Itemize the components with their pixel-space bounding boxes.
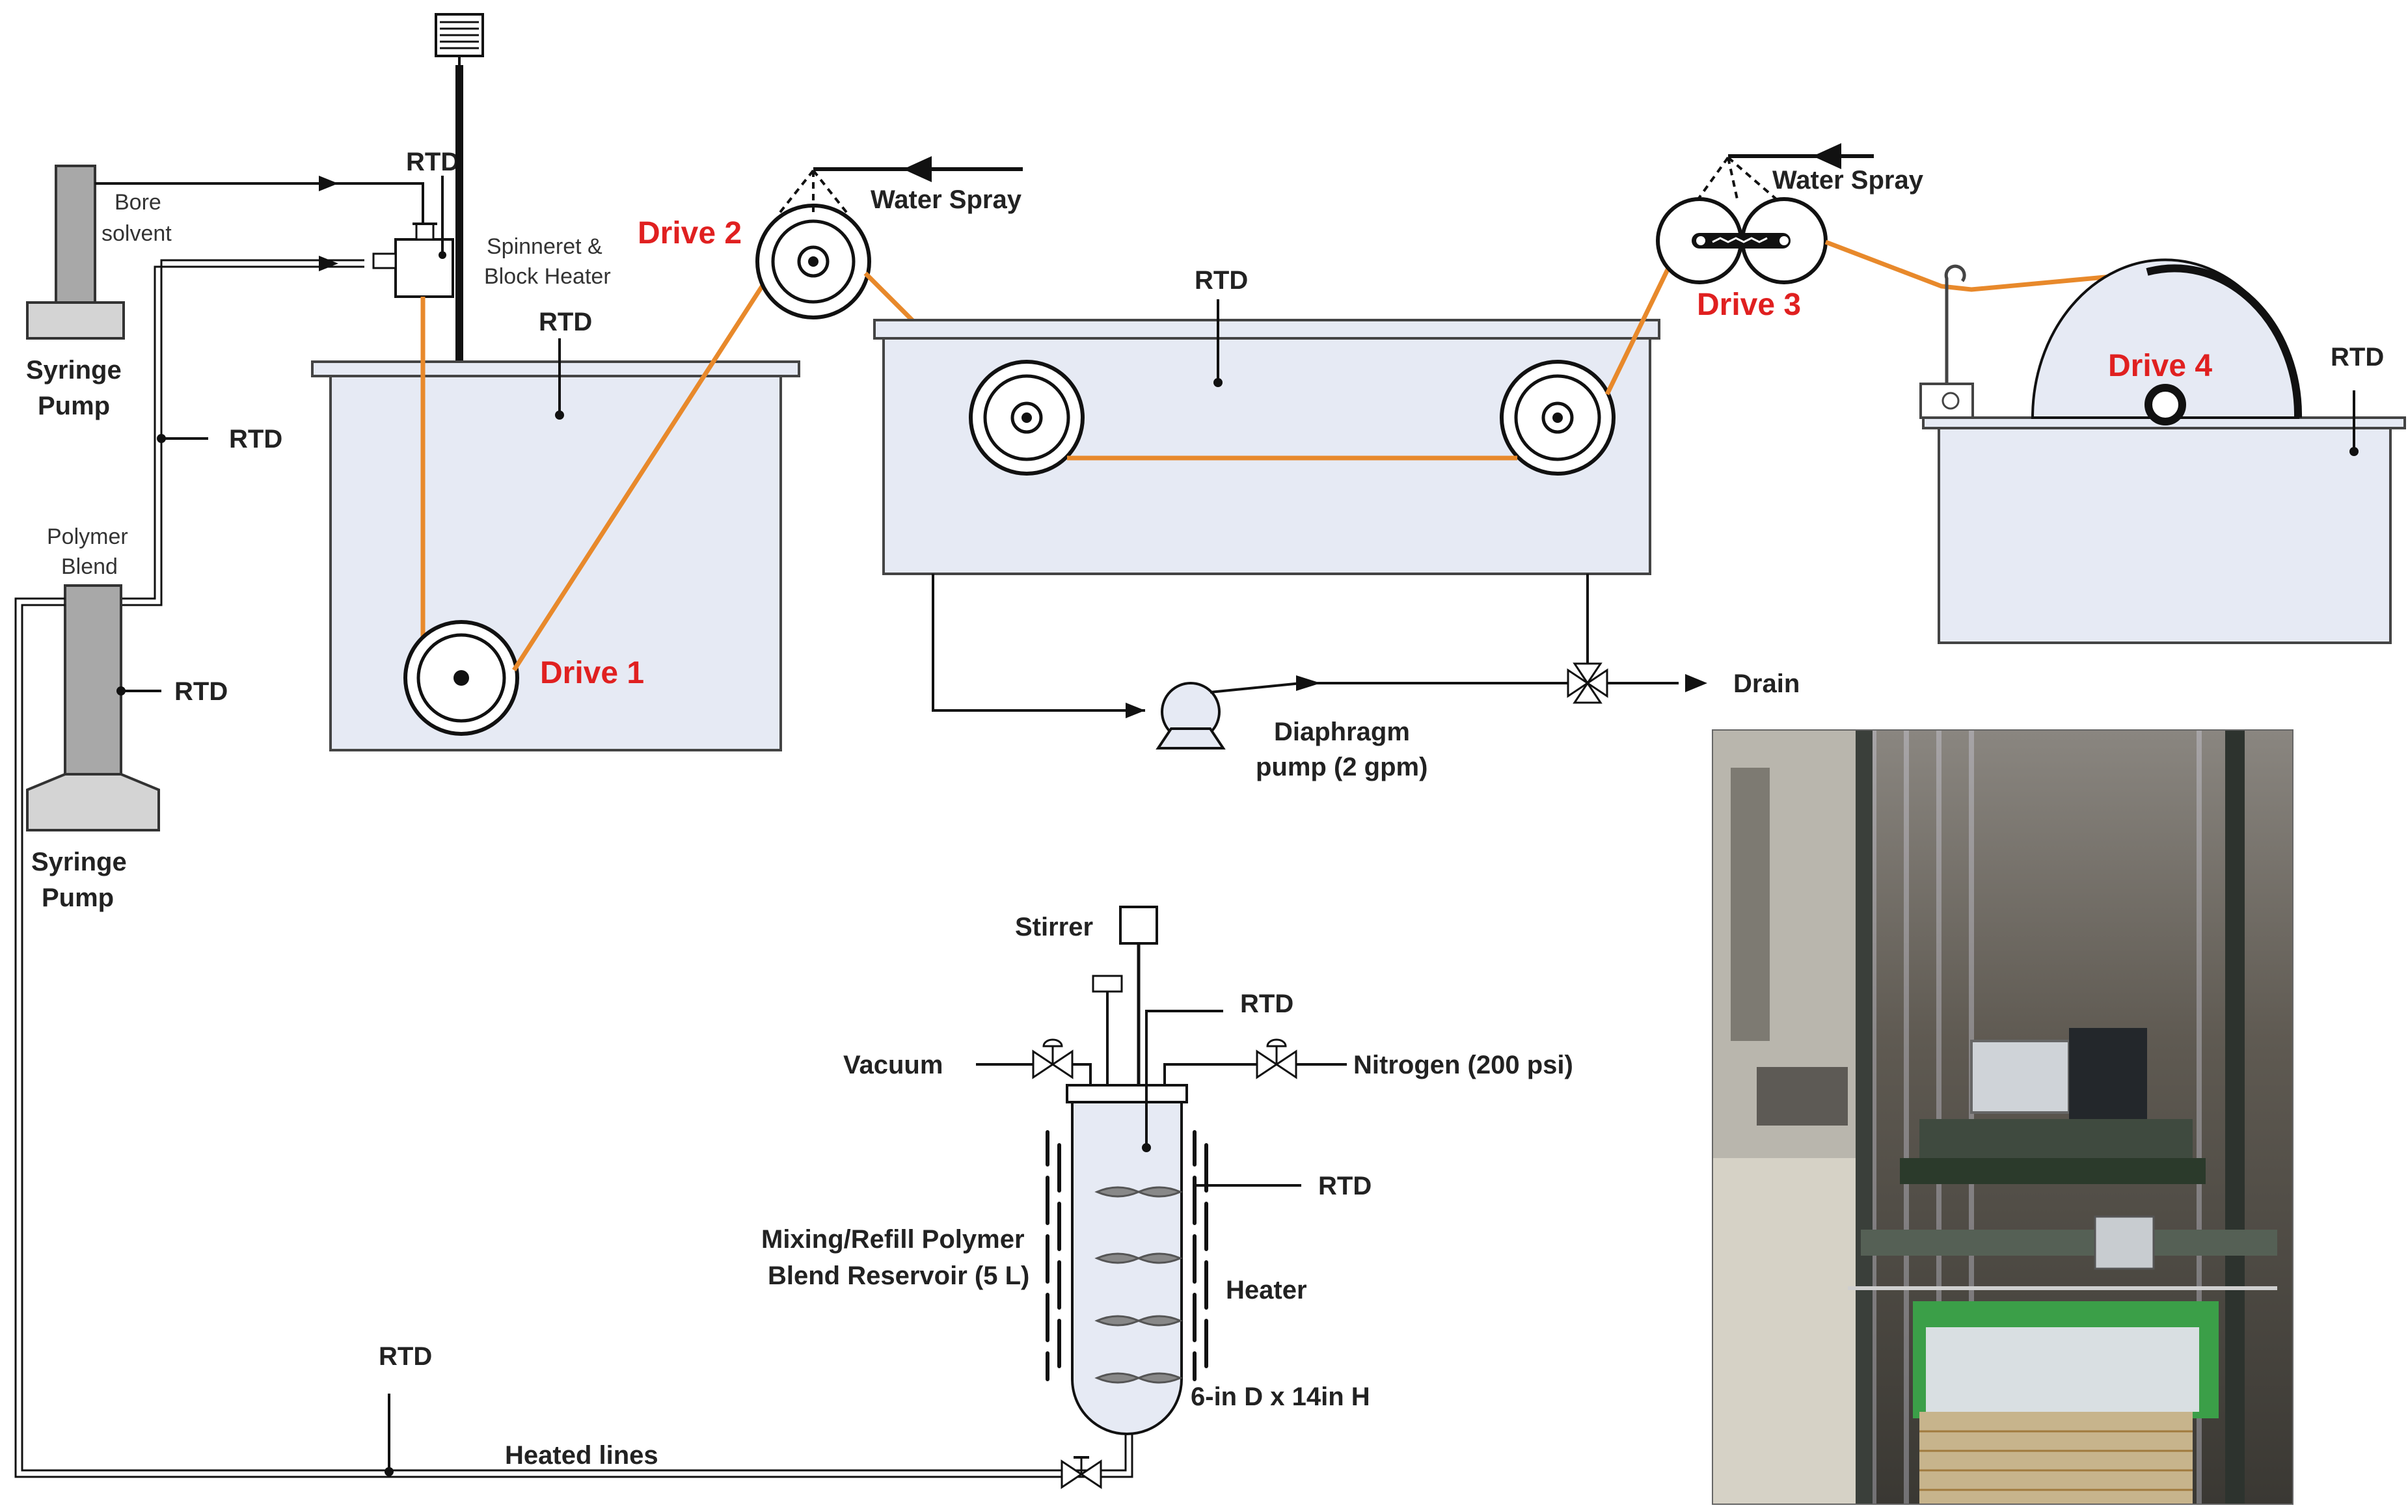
tank-3 [1938, 427, 2392, 644]
syringe-pump-top [26, 165, 125, 340]
drain-valve [1567, 662, 1608, 704]
reservoir-vessel [1066, 1084, 1188, 1435]
diaphragm-pump-label-2: pump (2 gpm) [1256, 753, 1427, 781]
syringe-pump-top-label-1: Syringe [26, 356, 122, 385]
rtd-tank-2-label: RTD [1195, 266, 1248, 295]
traverse-guide [1919, 264, 1974, 419]
syringe-pump-bottom [26, 584, 160, 831]
vacuum-label: Vacuum [843, 1051, 943, 1079]
diaphragm-pump-label-1: Diaphragm [1274, 718, 1410, 746]
nitrogen-valve [1256, 1038, 1297, 1079]
polymer-blend-label-2: Blend [61, 554, 118, 579]
tank-2-roller-right [1500, 360, 1616, 476]
rtd-spinneret-label: RTD [406, 148, 459, 176]
stirrer-label: Stirrer [1015, 913, 1093, 941]
drive-4-label: Drive 4 [2108, 349, 2212, 383]
rtd-syringe-bottom-label: RTD [174, 677, 228, 706]
heater-label: Heater [1226, 1276, 1307, 1304]
water-spray-1-label: Water Spray [871, 185, 1022, 214]
bore-solvent-line [95, 182, 424, 224]
polymer-blend-label-1: Polymer [47, 524, 128, 549]
syringe-pump-bottom-label-2: Pump [42, 884, 114, 912]
bore-solvent-label-1: Bore [115, 190, 161, 215]
tank-1 [329, 375, 782, 751]
syringe-pump-top-label-2: Pump [38, 392, 110, 420]
polymer-feed-line-inner [121, 265, 364, 600]
nitrogen-label: Nitrogen (200 psi) [1353, 1051, 1573, 1079]
drain-line-right [1210, 682, 1588, 694]
water-spray-1 [777, 156, 1023, 216]
water-spray-2 [1697, 143, 1874, 200]
water-spray-2-label: Water Spray [1772, 166, 1924, 195]
drive-1-roller [403, 620, 519, 736]
bore-solvent-label-2: solvent [101, 221, 172, 246]
rtd-feed-line-label: RTD [229, 425, 282, 453]
spinneret-label-1: Spinneret & [487, 234, 602, 259]
drive-2-label: Drive 2 [638, 216, 742, 250]
drive-4-drum [2031, 258, 2303, 425]
vacuum-valve [1032, 1038, 1074, 1079]
syringe-pump-bottom-label-1: Syringe [31, 848, 127, 876]
drive-3-label: Drive 3 [1697, 288, 1801, 322]
rtd-heater-label: RTD [1318, 1172, 1372, 1200]
drive-1-label: Drive 1 [540, 656, 644, 690]
tank-2-lip [873, 319, 1660, 340]
rtd-reservoir-label: RTD [1240, 990, 1293, 1018]
reservoir-size-label: 6-in D x 14in H [1191, 1383, 1370, 1411]
heated-line-inner [21, 604, 1127, 1472]
reservoir-label-1: Mixing/Refill Polymer [761, 1225, 1025, 1254]
tank-2-roller-left [969, 360, 1085, 476]
vacuum-line [976, 1063, 1092, 1085]
drive-3-rollers [1656, 197, 1828, 284]
diaphragm-pump [1156, 682, 1226, 749]
heated-lines-label: Heated lines [505, 1441, 658, 1470]
heater-coils [1046, 1130, 1208, 1381]
heated-line-outer [14, 597, 1133, 1478]
drive-2-roller [755, 204, 871, 319]
rtd-heated-line-label: RTD [379, 1342, 432, 1371]
fiber-drive-3-to-drive-4 [1824, 239, 2148, 292]
fiber-drive-1-to-drive-2 [512, 246, 789, 671]
spinneret-block-heater [372, 223, 454, 298]
polymer-feed-line-outer [121, 259, 364, 606]
reservoir-label-2: Blend Reservoir (5 L) [768, 1262, 1029, 1290]
tank-1-lip [311, 360, 800, 377]
spinning-line-photo [1712, 729, 2293, 1505]
heated-line-valve [1061, 1456, 1102, 1489]
rtd-tank-3-label: RTD [2331, 343, 2384, 371]
nitrogen-line [1163, 1063, 1347, 1085]
drain-label: Drain [1733, 669, 1800, 698]
rtd-tank-1-label: RTD [539, 308, 592, 336]
fiber-tank-2-to-drive-3 [1604, 259, 1675, 396]
spinneret-label-2: Block Heater [484, 264, 611, 289]
drain-line-left [932, 574, 1145, 712]
